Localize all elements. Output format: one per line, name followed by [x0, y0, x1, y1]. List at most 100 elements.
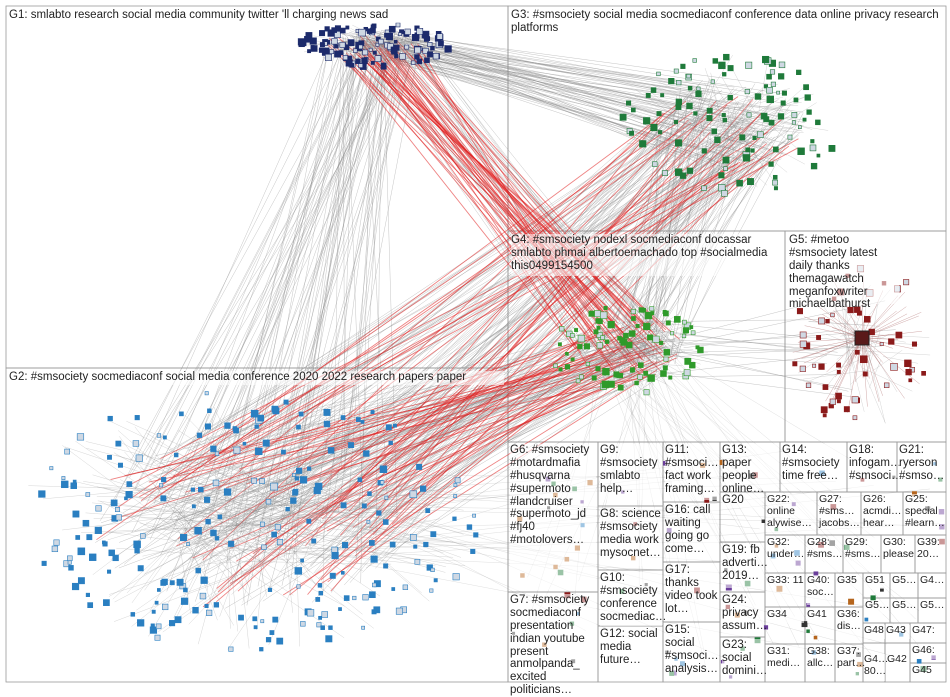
node [471, 549, 475, 553]
group-label-g25: G25: special #learn… [905, 494, 945, 534]
node [815, 120, 820, 125]
node [71, 483, 77, 489]
node [434, 579, 437, 582]
node [415, 47, 421, 53]
node [770, 70, 775, 75]
node [837, 400, 840, 403]
node [773, 147, 778, 152]
node [629, 331, 635, 337]
node [681, 64, 686, 69]
node [258, 415, 264, 421]
node [78, 578, 84, 584]
group-label-g6: G6: #smsociety #motardmafia #husqvarna #… [510, 444, 596, 590]
node [869, 329, 875, 335]
node [737, 180, 743, 186]
node [836, 393, 842, 399]
node [906, 369, 912, 375]
node [687, 168, 693, 174]
node [341, 503, 346, 508]
node [312, 539, 316, 543]
node [721, 190, 727, 196]
node [277, 638, 283, 644]
group-label-g49: G4… 80… [864, 654, 885, 681]
node [39, 491, 46, 498]
node [390, 542, 395, 547]
node [344, 596, 349, 601]
node [753, 136, 757, 140]
node [369, 592, 375, 598]
node [663, 311, 668, 316]
edge [764, 103, 816, 136]
node [769, 120, 774, 125]
edge [160, 38, 415, 462]
node [747, 178, 753, 184]
node [723, 118, 727, 122]
node [215, 452, 219, 456]
node [266, 499, 271, 504]
node [329, 626, 333, 630]
node [234, 447, 240, 453]
node [259, 647, 263, 651]
group-label-g12: G12: social media future… [600, 628, 662, 680]
node [341, 416, 345, 420]
node [374, 607, 380, 613]
node [837, 370, 840, 373]
node [103, 542, 108, 547]
node [301, 559, 304, 562]
group-label-g23: G23: social domini… [722, 639, 764, 681]
node [917, 659, 922, 664]
group-label-g22: G22: online alywise… [767, 494, 816, 534]
node [361, 420, 364, 423]
node [712, 129, 717, 134]
edge [247, 47, 347, 605]
node [651, 124, 658, 131]
node [325, 27, 330, 32]
node [325, 54, 331, 60]
node [50, 467, 53, 470]
node [554, 364, 558, 368]
node [891, 363, 898, 370]
node [414, 545, 417, 548]
node [378, 39, 383, 44]
group-label-g16: G16: call waiting going go come… [665, 504, 719, 560]
node [52, 546, 58, 552]
node [767, 74, 772, 79]
node [819, 318, 825, 324]
node [598, 319, 602, 323]
node [823, 385, 828, 390]
node [811, 163, 817, 169]
node [618, 373, 622, 377]
node [170, 581, 174, 585]
group-label-g39: G39: 20… [917, 537, 945, 571]
node [806, 383, 811, 388]
node [300, 621, 305, 626]
node [853, 416, 857, 420]
node [369, 540, 374, 545]
node [722, 72, 726, 76]
group-label-g27: G27: #sms… jacobs… [819, 494, 860, 534]
node [362, 626, 365, 629]
node [880, 342, 883, 345]
group-label-g2: G2: #smsociety socmediaconf social media… [9, 371, 504, 385]
node [251, 410, 258, 417]
node [137, 620, 144, 627]
edge [643, 129, 797, 330]
group-label-g36: G36: dis… [837, 609, 862, 642]
node [664, 349, 670, 355]
node [620, 114, 626, 120]
node [618, 385, 623, 390]
node [629, 131, 633, 135]
node [65, 449, 70, 454]
node [107, 570, 110, 573]
node [415, 559, 420, 564]
group-label-g37: G37: part… [837, 646, 862, 680]
node [445, 46, 452, 53]
node [255, 448, 262, 455]
node [89, 554, 96, 561]
node [133, 441, 139, 447]
group-label-g1: G1: smlabto research social media commun… [9, 9, 439, 23]
node [115, 507, 119, 511]
node [263, 440, 269, 446]
node [270, 630, 274, 634]
node [592, 376, 596, 380]
